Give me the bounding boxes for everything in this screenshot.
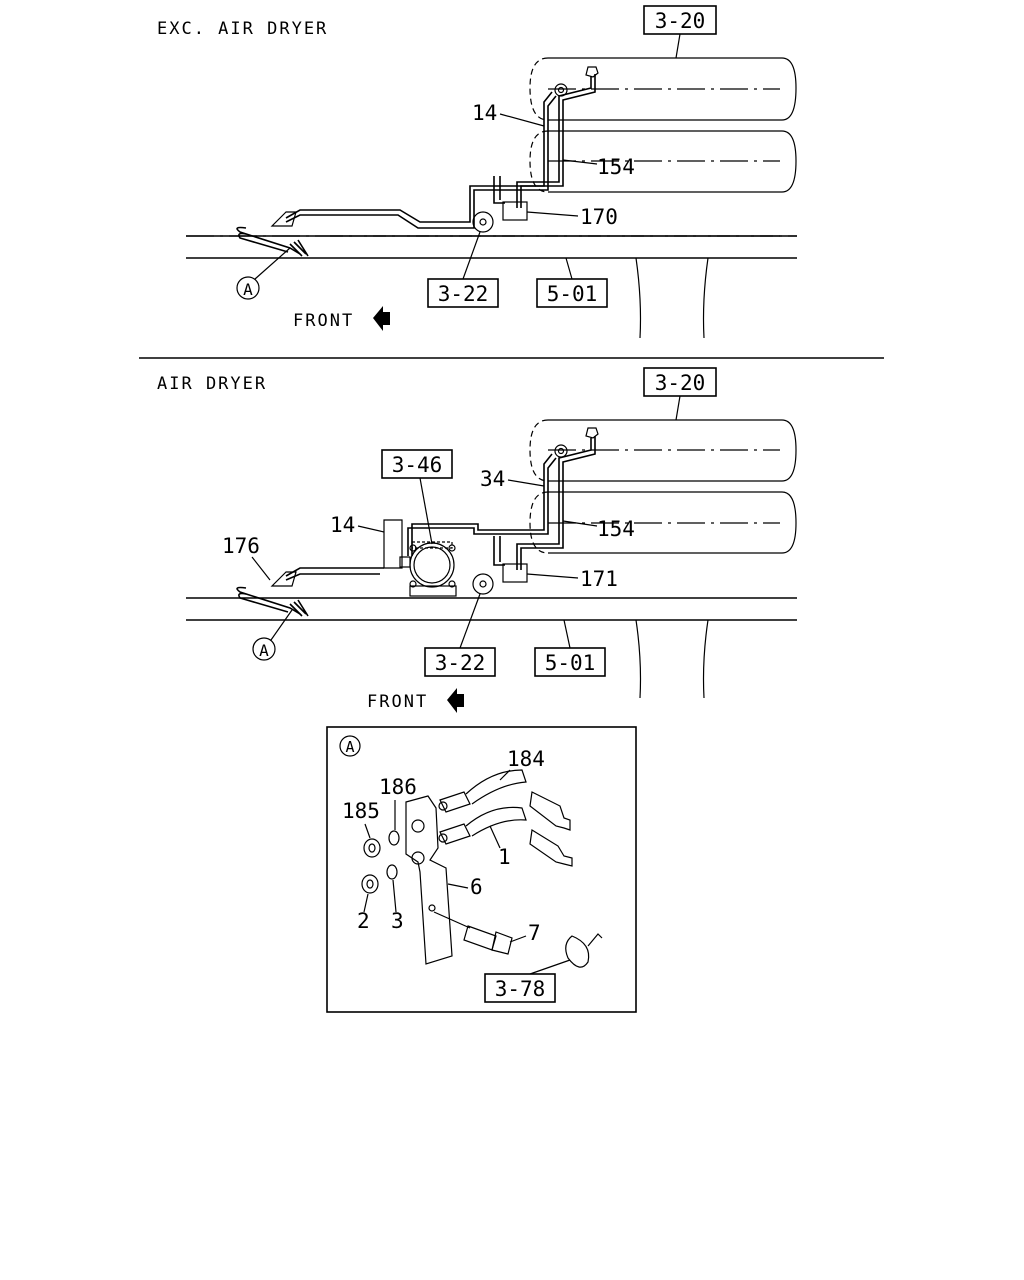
detail-a-title-marker-icon	[339, 735, 361, 757]
hex-nut-icon-middle	[585, 427, 599, 439]
washer-3-icon	[386, 864, 398, 880]
svg-text:A: A	[345, 738, 354, 756]
label-176: 176	[222, 534, 260, 558]
label-34: 34	[480, 467, 505, 491]
tank-fitting-icon-middle	[554, 444, 568, 458]
frame-rail-middle	[186, 597, 797, 699]
label-186: 186	[379, 775, 417, 799]
section-title-air-dryer: AIR DRYER	[157, 374, 267, 394]
bracket-mount-icon	[472, 211, 494, 233]
label-154: 154	[597, 155, 635, 179]
fasteners	[361, 830, 400, 894]
svg-text:A: A	[259, 641, 269, 660]
hex-nut-icon	[585, 66, 599, 78]
label-14-middle: 14	[330, 513, 355, 537]
pipe-routing-middle	[236, 436, 596, 617]
label-6: 6	[470, 875, 483, 899]
detail-a-frame	[326, 726, 637, 1013]
nut-185-icon	[363, 838, 381, 858]
label-2: 2	[357, 909, 370, 933]
label-184: 184	[507, 747, 545, 771]
svg-text:3-46: 3-46	[392, 453, 443, 477]
bolt-7	[433, 911, 513, 955]
washer-186-icon	[388, 830, 400, 846]
section-exc-air-dryer: EXC. AIR DRYER 3-20	[157, 5, 797, 339]
section-title-exc-air-dryer: EXC. AIR DRYER	[157, 19, 328, 39]
label-154-middle: 154	[597, 517, 635, 541]
air-tanks-middle	[529, 419, 797, 554]
ref-tank-top: 3-20	[643, 5, 717, 59]
clip-3-78	[565, 933, 603, 968]
ref-frame-top: 5-01	[536, 257, 608, 308]
section-air-dryer: AIR DRYER 3-20	[157, 367, 797, 713]
ref-tank-middle: 3-20	[643, 367, 717, 421]
detail-a-marker-icon-middle	[252, 637, 276, 661]
svg-text:3-20: 3-20	[655, 371, 706, 395]
front-label-top: FRONT	[293, 311, 354, 331]
detail-a-marker-icon	[236, 276, 260, 300]
left-arrow-icon	[373, 306, 390, 331]
detail-a-view: A	[326, 726, 637, 1013]
label-3: 3	[391, 909, 404, 933]
svg-text:3-78: 3-78	[495, 977, 546, 1001]
air-tanks-top	[529, 57, 797, 193]
pipe-routing-top	[236, 74, 596, 257]
ref-bracket-top: 3-22	[427, 231, 499, 308]
left-arrow-icon-middle	[447, 688, 464, 713]
label-1: 1	[498, 845, 511, 869]
label-185: 185	[342, 799, 380, 823]
hose-assembly	[438, 769, 573, 867]
label-14: 14	[472, 101, 497, 125]
svg-text:3-20: 3-20	[655, 9, 706, 33]
bracket-mount-icon-middle	[472, 573, 494, 595]
ref-bracket-middle: 3-22	[424, 593, 496, 677]
label-171: 171	[580, 567, 618, 591]
frame-rail-top	[186, 235, 797, 339]
svg-text:5-01: 5-01	[545, 651, 596, 675]
nut-2-icon	[361, 874, 379, 894]
bracket-plate	[405, 795, 453, 965]
ref-clip: 3-78	[484, 959, 571, 1003]
label-170: 170	[580, 205, 618, 229]
svg-text:A: A	[243, 280, 253, 299]
ref-dryer-middle: 3-46	[381, 449, 453, 545]
svg-text:3-22: 3-22	[435, 651, 486, 675]
label-7: 7	[528, 921, 541, 945]
ref-frame-middle: 5-01	[534, 619, 606, 677]
front-label-middle: FRONT	[367, 692, 428, 712]
svg-text:3-22: 3-22	[438, 282, 489, 306]
svg-text:5-01: 5-01	[547, 282, 598, 306]
